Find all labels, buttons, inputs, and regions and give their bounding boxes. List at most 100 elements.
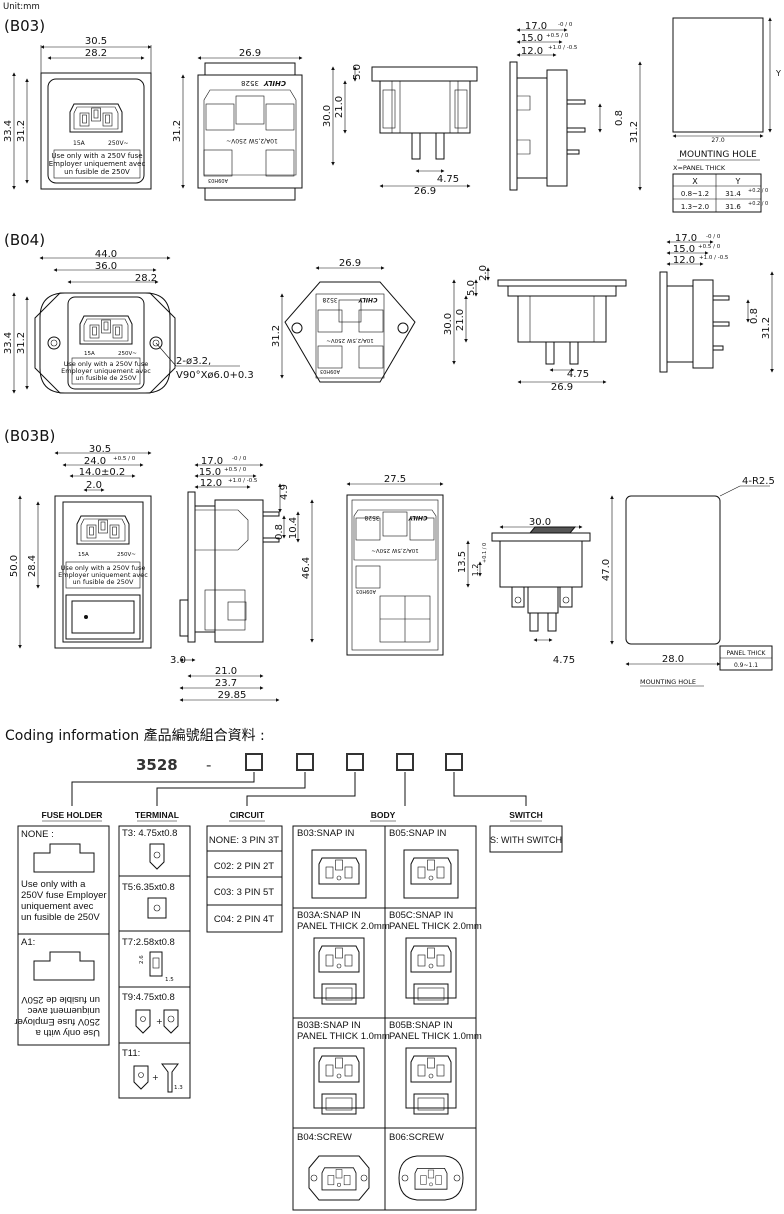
b04-side-h3: 21.0 [455, 309, 466, 331]
terminal-t7-d1: 2.6 [139, 955, 145, 964]
terminal-t3-shape [149, 843, 165, 870]
b04-side-view: 2.0 5.0 21.0 30.0 4.75 26.9 [443, 265, 627, 393]
b04-profile-d1t: -0 / 0 [706, 234, 721, 240]
body-b05b-sub: PANEL THICK 1.0mm [389, 1031, 482, 1042]
terminal-t11-shape-a [133, 1065, 149, 1090]
b04-side-h1: 2.0 [478, 265, 489, 281]
coding-section: Coding information 產品編號組合資料 : 3528 - FUS… [5, 727, 563, 1211]
b04-front-w3: 28.2 [135, 273, 157, 284]
b04-front-view: Use only with a 250V fuse Employer uniqu… [3, 249, 254, 394]
body-b05c-label: B05C:SNAP IN [389, 910, 453, 921]
b04-profile-d1: 17.0 [675, 233, 697, 244]
b04-side-h2: 5.0 [466, 280, 477, 296]
section-b03-title: (B03) [4, 17, 45, 35]
b03b-front-w2t: +0.5 / 0 [113, 456, 136, 462]
b04-back-brand: CHILY [358, 296, 378, 303]
body-b03b-sub: PANEL THICK 1.0mm [297, 1031, 390, 1042]
body-b06-icon [398, 1155, 464, 1201]
b03-rating-a: 15A [73, 140, 86, 147]
b03b-fuse-line2: Employer uniquement avec [58, 571, 148, 579]
fuse-none-text-1: Use only with a [21, 879, 86, 890]
b03-front-h2: 31.2 [16, 120, 27, 142]
b03b-front-w3: 14.0±0.2 [79, 467, 126, 478]
body-b06-label: B06:SCREW [389, 1132, 444, 1143]
b03-mount-y-axis: Y [775, 69, 781, 78]
terminal-t5-shape [147, 897, 167, 919]
body-b03b-label: B03B:SNAP IN [297, 1020, 361, 1031]
b03-profile-d3: 12.0 [521, 46, 543, 57]
header-circuit: CIRCUIT [230, 810, 265, 820]
body-b03a-sub: PANEL THICK 2.0mm [297, 921, 390, 932]
terminal-t5-label: T5:6.35xt0.8 [122, 882, 175, 893]
b03b-back-brand: CHILY [408, 514, 428, 521]
terminal-t7-label: T7:2.58xt0.8 [122, 937, 175, 948]
section-b03b-title: (B03B) [4, 427, 55, 445]
b04-profile-d3: 12.0 [673, 255, 695, 266]
b03-mount-col-y: Y [735, 177, 741, 186]
terminal-t11-plus: + [152, 1073, 159, 1082]
b04-back-part: A09H03 [320, 368, 340, 374]
b03-mounting-hole: Y 27.0 MOUNTING HOLE X=PANEL THICK X Y 0… [672, 17, 781, 213]
b03-mount-r1-y: 31.4 [725, 190, 741, 198]
coding-title: Coding information 產品編號組合資料 : [5, 727, 265, 744]
fuse-none-label: NONE : [21, 829, 54, 840]
body-b05-icon [403, 849, 459, 899]
b04-profile-d2t: +0.5 / 0 [698, 244, 721, 250]
b04-front-h1: 33.4 [3, 332, 14, 354]
b03-side-view: 5.0 30.0 21.0 4.75 26.9 [322, 64, 478, 197]
b03b-front-h1: 50.0 [9, 555, 20, 577]
b04-fuse-line2: Employer uniquement avec [61, 367, 151, 375]
b03-mount-r2-tol: +0.2 / 0 [748, 201, 768, 207]
body-b03a-icon [313, 937, 365, 1005]
terminal-t3-label: T3: 4.75xt0.8 [122, 828, 177, 839]
b03-back-code: 3528 [241, 79, 259, 87]
b04-fuse-line1: Use only with a 250V fuse [64, 360, 149, 368]
body-b05b-icon [405, 1047, 457, 1115]
b03b-side-h3: 10.4 [288, 517, 299, 539]
b03b-mount-w: 28.0 [662, 654, 684, 665]
b03-back-brand: CHILY [263, 79, 286, 87]
fuse-none-shape [33, 843, 95, 873]
b03-mount-x-label: X=PANEL THICK [673, 164, 726, 172]
b03-back-part: A09H03 [208, 177, 228, 183]
b03b-mount-title: MOUNTING HOLE [640, 678, 696, 686]
b03b-back-code: 3528 [364, 514, 379, 521]
b04-front-w1: 44.0 [95, 249, 117, 260]
b03-mount-r1-x: 0.8~1.2 [681, 190, 709, 198]
body-b04-icon [308, 1155, 370, 1201]
b03b-side-h1: 4.9 [279, 484, 290, 500]
b03b-mount-h: 47.0 [601, 559, 612, 581]
b03-mount-r2-x: 1.3~2.0 [681, 203, 709, 211]
b03-back-view: 3528 CHILY 10A/2,5W 250V~ A09H03 26.9 31… [172, 48, 303, 201]
b03b-side-d2t: +0.5 / 0 [224, 467, 247, 473]
b03-back-rating: 10A/2,5W 250V~ [226, 137, 278, 144]
b03-profile-h1: 0.8 [614, 110, 625, 126]
b04-front-w2: 36.0 [95, 261, 117, 272]
header-switch: SWITCH [509, 810, 543, 820]
b04-holes: 2-ø3.2, [176, 356, 211, 367]
body-b05c-icon [405, 937, 457, 1005]
b03-profile-h2: 31.2 [629, 121, 640, 143]
circuit-none: NONE: 3 PIN 3T [209, 835, 279, 846]
unit-label: Unit:mm [3, 2, 40, 12]
b03b-side-w4: 29.85 [218, 690, 247, 701]
b03-front-w1: 30.5 [85, 36, 107, 47]
b04-side-w2: 26.9 [551, 382, 573, 393]
terminal-t11-label: T11: [122, 1048, 140, 1059]
fuse-a1-text-2: 250V fuse Employer [14, 1016, 100, 1027]
header-terminal: TERMINAL [135, 810, 179, 820]
b03b-side-h2: 0.8 [274, 524, 285, 540]
fuse-none-text-3: uniquement avec [21, 901, 94, 912]
header-body: BODY [371, 810, 396, 820]
b03-side-w2: 26.9 [414, 186, 436, 197]
b03-back-w: 26.9 [239, 48, 261, 59]
coding-dash: - [206, 756, 211, 774]
b03b-side-d2: 15.0 [199, 467, 221, 478]
b03-mount-col-x: X [692, 177, 698, 186]
switch-option: S: WITH SWITCH [490, 835, 562, 845]
circuit-c03: C03: 3 PIN 5T [214, 887, 274, 898]
code-box-1 [245, 753, 263, 771]
b03b-back-rating: 10A/2,5W 250V~ [371, 547, 419, 553]
terminal-t11-d1: 1.3 [174, 1085, 183, 1091]
